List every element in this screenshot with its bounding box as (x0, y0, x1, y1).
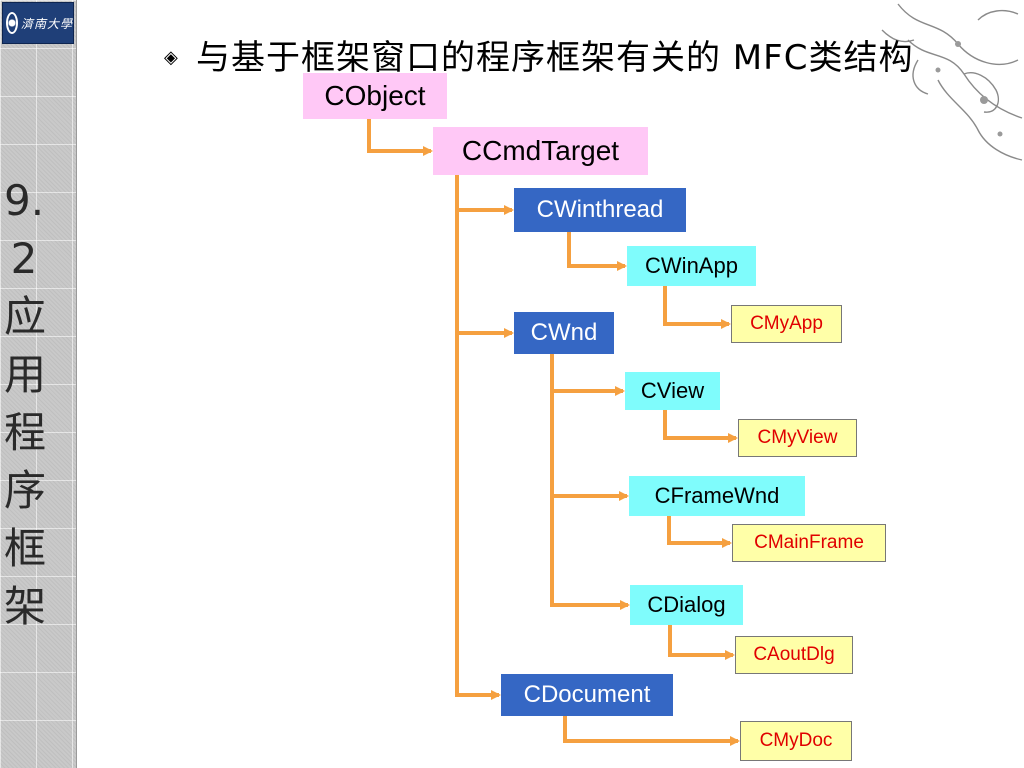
connector-cwinthread-cwinapp (567, 232, 627, 271)
connector-cwnd-cview (550, 354, 625, 396)
section-title-char: 2 (10, 234, 38, 283)
section-title-char: 框 (4, 524, 47, 573)
class-node-cwinapp: CWinApp (627, 246, 756, 286)
class-node-cmyapp: CMyApp (731, 305, 842, 343)
class-node-caoutdlg: CAoutDlg (735, 636, 853, 674)
class-node-cframewnd: CFrameWnd (629, 476, 805, 516)
butterfly-decoration-icon (881, 3, 1023, 161)
connector-cview-cmyview (663, 410, 738, 443)
section-title-char: 架 (4, 582, 47, 631)
section-title-char: 程 (4, 408, 47, 457)
bullet-icon: ◈ (164, 47, 178, 67)
connector-ccmdtarget-cdocument (455, 175, 501, 700)
sidebar: 濟南大學 9. 2 应 用 程 序 框 架 (0, 0, 77, 768)
connector-cobject-ccmdtarget (367, 119, 433, 156)
class-node-cview: CView (625, 372, 720, 410)
connector-cwinapp-cmyapp (663, 286, 731, 329)
class-node-cwnd: CWnd (514, 312, 614, 354)
class-node-cobject: CObject (303, 73, 447, 119)
seal-icon (6, 12, 18, 34)
class-node-cmainframe: CMainFrame (732, 524, 886, 562)
logo-text: 濟南大學 (20, 16, 73, 31)
slide-heading: 与基于框架窗口的程序框架有关的 MFC类结构 (196, 38, 914, 78)
section-title: 9. 2 应 用 程 序 框 架 (4, 172, 47, 636)
connector-cwnd-cdialog (550, 354, 630, 610)
connector-cframewnd-cmainframe (667, 516, 732, 548)
section-title-char: 序 (4, 466, 47, 515)
connector-ccmdtarget-cwnd (455, 175, 514, 338)
class-node-cwinthread: CWinthread (514, 188, 686, 232)
connector-ccmdtarget-cwinthread (455, 175, 514, 215)
section-title-char: 9. (4, 176, 45, 225)
connector-cdocument-cmydoc (563, 716, 740, 746)
class-node-cdialog: CDialog (630, 585, 743, 625)
university-logo: 濟南大學 (2, 2, 74, 44)
section-title-char: 用 (4, 350, 47, 399)
class-node-cmyview: CMyView (738, 419, 857, 457)
connector-cdialog-caoutdlg (668, 625, 735, 660)
class-node-ccmdtarget: CCmdTarget (433, 127, 648, 175)
connector-cwnd-cframewnd (550, 354, 629, 501)
class-node-cdocument: CDocument (501, 674, 673, 716)
class-node-cmydoc: CMyDoc (740, 721, 852, 761)
section-title-char: 应 (4, 292, 47, 341)
